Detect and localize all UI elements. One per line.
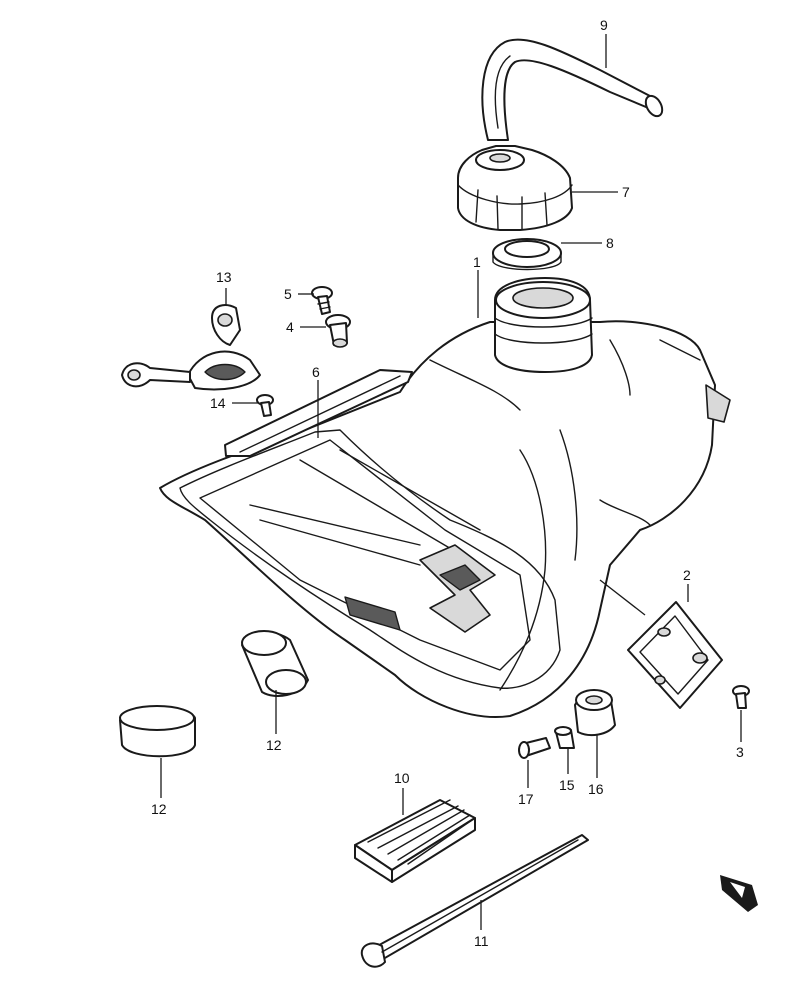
part-14-screw (256, 394, 274, 417)
callout-5: 5 (284, 286, 292, 302)
callout-labels: 9 7 8 1 13 5 4 6 14 2 3 12 12 17 15 16 1… (151, 17, 744, 949)
part-17-bolt (518, 737, 551, 759)
callout-16: 16 (588, 781, 604, 797)
part-5-bolt (311, 286, 333, 315)
callout-8: 8 (606, 235, 614, 251)
part-13-fuel-cock (121, 304, 261, 391)
part-10-cushion-pad (354, 799, 476, 883)
front-direction-arrow-icon (720, 875, 758, 912)
callout-2: 2 (683, 567, 691, 583)
callout-12-upper: 12 (266, 737, 282, 753)
callout-15: 15 (559, 777, 575, 793)
callout-1: 1 (473, 254, 481, 270)
leader-lines (160, 34, 742, 930)
callout-4: 4 (286, 319, 294, 335)
part-1-fuel-tank (159, 277, 731, 718)
callout-12-lower: 12 (151, 801, 167, 817)
part-9-breather-hose (481, 38, 664, 141)
part-12-cushion-lower (119, 705, 196, 758)
part-12-cushion-upper (241, 630, 309, 697)
callout-11: 11 (474, 933, 489, 949)
callout-10: 10 (394, 770, 410, 786)
part-3-bolt (732, 685, 750, 709)
part-2-mount-bracket (627, 601, 723, 709)
part-16-cushion (574, 689, 616, 737)
part-8-cap-gasket (492, 238, 562, 271)
part-11-cable-tie (360, 834, 589, 968)
callout-3: 3 (736, 744, 744, 760)
callout-6: 6 (312, 364, 320, 380)
part-7-fuel-cap (457, 145, 573, 231)
callout-14: 14 (210, 395, 226, 411)
callout-9: 9 (600, 17, 608, 33)
callout-17: 17 (518, 791, 534, 807)
callout-13: 13 (216, 269, 232, 285)
part-4-collar (325, 314, 351, 348)
part-15-collar (554, 726, 575, 749)
callout-7: 7 (622, 184, 630, 200)
